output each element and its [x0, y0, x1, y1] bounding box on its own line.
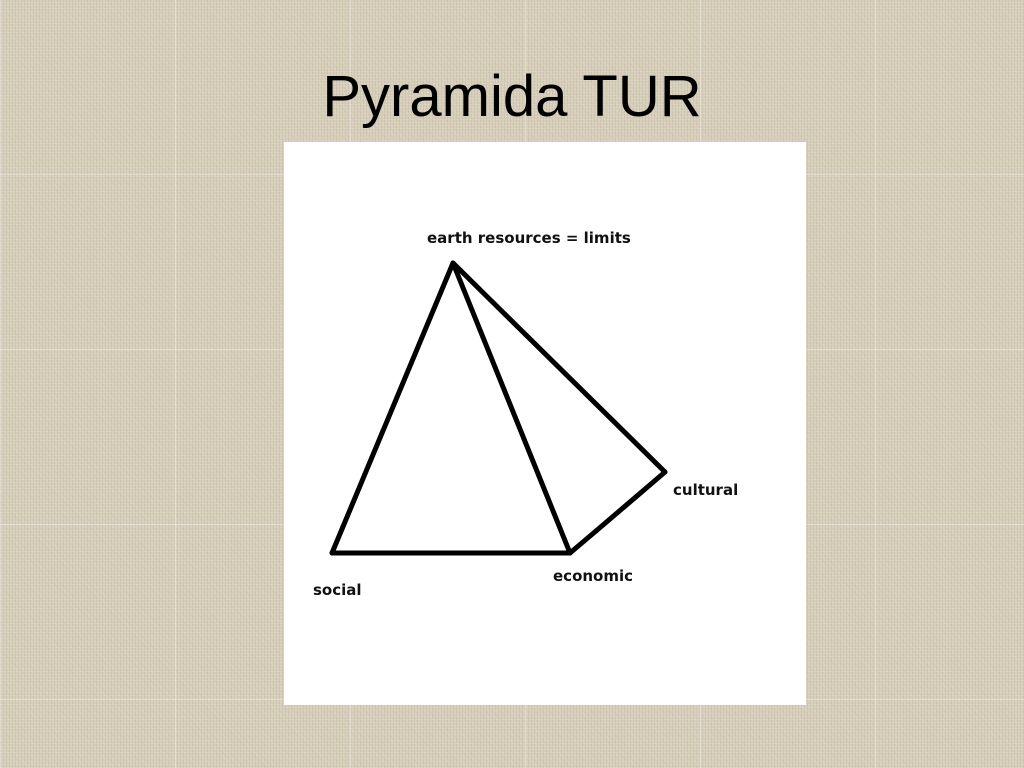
label-social: social — [313, 581, 362, 599]
edge-apex-social — [329, 260, 456, 556]
edge-apex-cultural — [450, 260, 668, 475]
label-economic: economic — [553, 567, 634, 585]
edge-apex-economic — [450, 260, 573, 556]
edge-economic-cultural-lower — [567, 528, 599, 556]
label-earth-resources: earth resources = limits — [427, 229, 631, 247]
pyramid-drawing — [329, 260, 668, 556]
edge-economic-cultural-upper — [593, 469, 668, 534]
pyramid-diagram: earth resources = limits cultural econom… — [284, 142, 806, 705]
page-title: Pyramida TUR — [322, 64, 702, 129]
label-cultural: cultural — [673, 481, 739, 499]
